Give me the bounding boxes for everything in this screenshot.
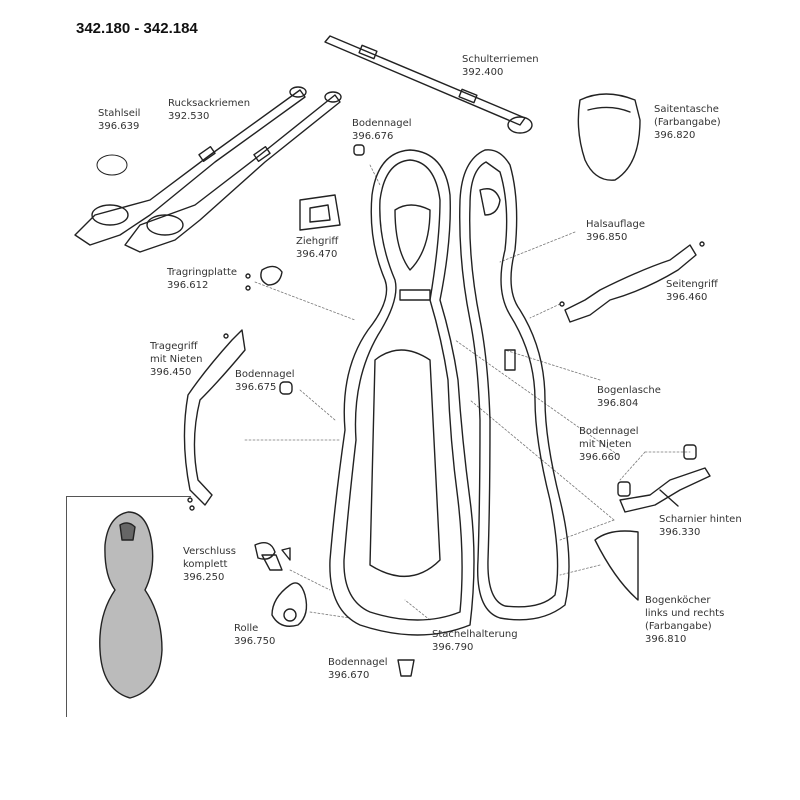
seitengriff-drawing [559, 241, 705, 323]
part-note: mit Nieten [150, 354, 203, 365]
label-saitentasche: Saitentasche (Farbangabe) 396.820 [654, 103, 721, 142]
part-name: Bogenlasche [597, 385, 661, 396]
part-note: links und rechts [645, 608, 725, 619]
label-tragringplatte: Tragringplatte 396.612 [167, 266, 237, 292]
part-name: Bodennagel [579, 426, 639, 437]
part-number: 396.639 [98, 121, 140, 132]
label-bodennagel-670: Bodennagel 396.670 [328, 656, 388, 682]
part-number: 396.675 [235, 382, 277, 393]
part-name: Verschluss [183, 546, 236, 557]
part-number: 392.530 [168, 111, 210, 122]
rucksackriemen-drawing [74, 86, 342, 253]
part-name: Rolle [234, 623, 259, 634]
scharnier-drawing [617, 444, 711, 513]
part-number: 396.460 [666, 292, 708, 303]
part-number: 396.450 [150, 367, 192, 378]
part-note: (Farbangabe) [654, 117, 721, 128]
bodennagel-670-drawing [397, 659, 415, 677]
cello-case-right-half [459, 149, 570, 621]
part-name: Bodennagel [235, 369, 295, 380]
tragringplatte-drawing [260, 265, 283, 286]
part-number: 396.660 [579, 452, 621, 463]
part-number: 396.790 [432, 642, 474, 653]
part-number: 396.850 [586, 232, 628, 243]
part-name: Tragringplatte [167, 267, 238, 278]
part-number: 396.804 [597, 398, 639, 409]
part-name: Schulterriemen [462, 54, 539, 65]
part-name: Tragegriff [150, 341, 198, 352]
part-name: Stahlseil [98, 108, 141, 119]
stahlseil-drawing [96, 154, 128, 176]
label-seitengriff: Seitengriff 396.460 [666, 278, 718, 304]
label-scharnier: Scharnier hinten 396.330 [659, 513, 742, 539]
part-name: Scharnier hinten [659, 514, 742, 525]
part-note: (Farbangabe) [645, 621, 712, 632]
leader-lines [244, 164, 691, 621]
label-halsauflage: Halsauflage 396.850 [586, 218, 645, 244]
label-ziehgriff: Ziehgriff 396.470 [296, 235, 338, 261]
label-stahlseil: Stahlseil 396.639 [98, 107, 140, 133]
part-number: 396.470 [296, 249, 338, 260]
part-note: mit Nieten [579, 439, 632, 450]
label-bodennagel-676: Bodennagel 396.676 [352, 117, 412, 143]
tragegriff-drawing [183, 329, 246, 511]
part-number: 396.330 [659, 527, 701, 538]
part-name: Stachelhalterung [432, 629, 518, 640]
cello-case-left-half [329, 149, 475, 636]
part-number: 396.612 [167, 280, 209, 291]
label-bodennagel-660: Bodennagel mit Nieten 396.660 [579, 425, 639, 464]
saitentasche-drawing [577, 93, 641, 181]
diagram-title: 342.180 - 342.184 [76, 20, 198, 37]
label-verschluss: Verschluss komplett 396.250 [183, 545, 236, 584]
part-name: Halsauflage [586, 219, 646, 230]
label-tragegriff: Tragegriff mit Nieten 396.450 [150, 340, 202, 379]
part-name: Rucksackriemen [168, 98, 251, 109]
label-bogenkoecher: Bogenköcher links und rechts (Farbangabe) 3… [645, 594, 724, 646]
label-rucksackriemen: Rucksackriemen 392.530 [168, 97, 250, 123]
label-bodennagel-675: Bodennagel 396.675 [235, 368, 295, 394]
bodennagel-675-drawing [279, 381, 293, 395]
label-bogenlasche: Bogenlasche 396.804 [597, 384, 661, 410]
part-note: komplett [183, 559, 228, 570]
part-number: 396.750 [234, 636, 276, 647]
bodennagel-676-drawing [353, 144, 365, 156]
part-name: Bodennagel [352, 118, 412, 129]
part-name: Bodennagel [328, 657, 388, 668]
bogenkoecher-drawing [594, 530, 639, 601]
part-name: Saitentasche [654, 104, 719, 115]
part-name: Seitengriff [666, 279, 718, 290]
part-number: 392.400 [462, 67, 504, 78]
part-number: 396.676 [352, 131, 394, 142]
label-stachelhalterung: Stachelhalterung 396.790 [432, 628, 518, 654]
ziehgriff-drawing [299, 194, 341, 231]
part-number: 396.810 [645, 634, 687, 645]
schulterriemen-drawing [324, 35, 533, 134]
inset-closed-case-drawing [99, 511, 163, 699]
label-rolle: Rolle 396.750 [234, 622, 275, 648]
part-name: Bogenköcher [645, 595, 711, 606]
rolle-drawing [271, 582, 308, 627]
inset-frame [66, 496, 191, 717]
verschluss-drawing [254, 542, 291, 571]
part-number: 396.820 [654, 130, 696, 141]
part-name: Ziehgriff [296, 236, 339, 247]
part-number: 396.250 [183, 572, 225, 583]
label-schulterriemen: Schulterriemen 392.400 [462, 53, 539, 79]
part-number: 396.670 [328, 670, 370, 681]
